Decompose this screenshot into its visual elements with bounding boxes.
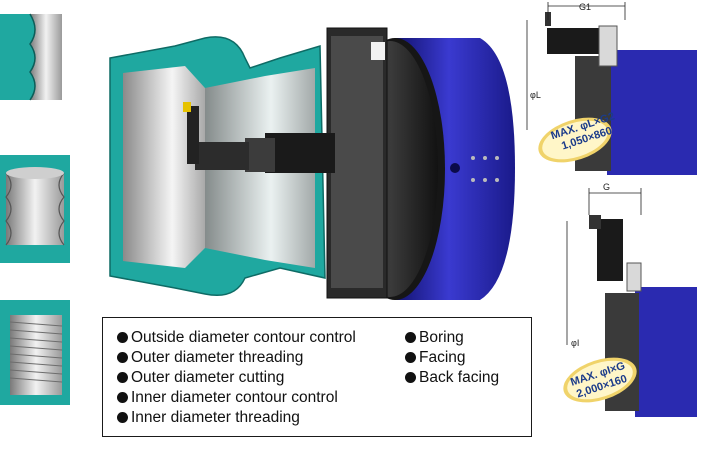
dim-diameter-label: φL (530, 90, 541, 100)
top-dimension-view (526, 2, 697, 175)
capability-item: Back facing (405, 368, 499, 388)
capabilities-panel: Outside diameter contour control Outer d… (102, 317, 532, 437)
capability-item: Inner diameter contour control (117, 388, 338, 408)
dim-diameter-label: φI (571, 338, 580, 348)
bottom-dimension-view (563, 188, 697, 417)
capability-item: Outside diameter contour control (117, 328, 356, 348)
workpiece-inner-thread-sample (0, 300, 70, 405)
workpiece-contour-sample (0, 13, 62, 101)
dim-width-label: G1 (579, 2, 592, 12)
capability-item: Facing (405, 348, 466, 368)
workpiece-thread-sample (0, 155, 70, 263)
capability-item: Inner diameter threading (117, 408, 300, 428)
capability-item: Boring (405, 328, 464, 348)
capability-item: Outer diameter threading (117, 348, 303, 368)
machining-head-illustration (109, 27, 515, 300)
dim-width-label: G (603, 182, 611, 192)
capability-item: Outer diameter cutting (117, 368, 284, 388)
